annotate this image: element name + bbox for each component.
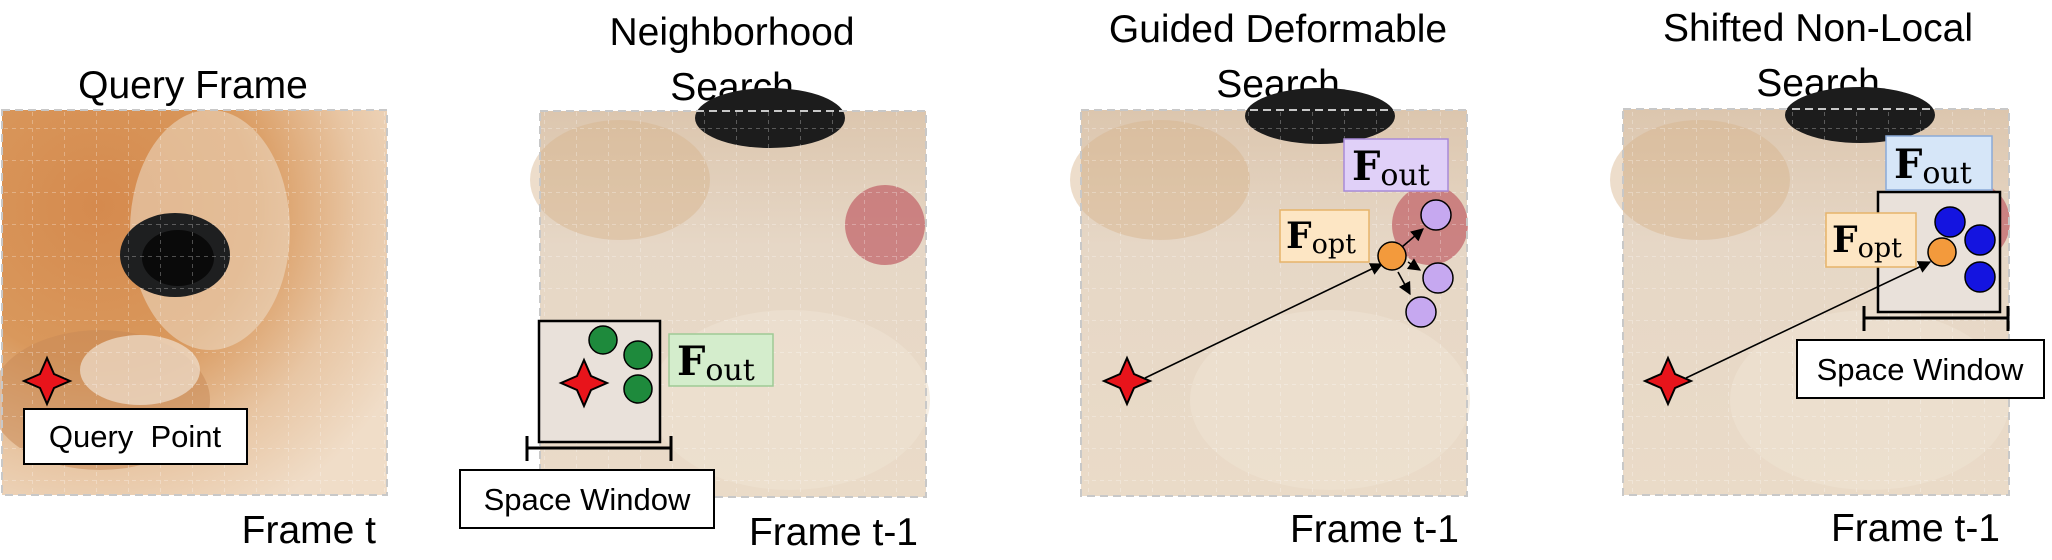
panel-2-title-line-1: Neighborhood — [609, 11, 854, 54]
deform-arrow-2 — [1406, 258, 1422, 271]
svg-text:Fopt: Fopt — [1286, 215, 1356, 260]
svg-text:Fout: Fout — [1352, 143, 1430, 193]
fopt-main: F — [1286, 215, 1312, 257]
fout-main: F — [677, 338, 705, 385]
panel-shifted-non-local-search: Shifted Non-Local Search Fout F — [1610, 7, 2045, 550]
neighbor-dot-2 — [623, 340, 653, 370]
fout-label-green: Fout — [668, 333, 774, 388]
fopt-sub: opt — [1858, 233, 1903, 264]
fopt-label: Fopt — [1279, 209, 1370, 263]
fout-main: F — [1894, 141, 1922, 188]
panel-4-title-line-1: Shifted Non-Local — [1663, 7, 1973, 50]
offset-dot — [1927, 237, 1957, 267]
panel-3-frame-label: Frame t-1 — [1290, 508, 1459, 551]
panel-1-title: Query Frame — [78, 64, 308, 107]
space-window-label: Space Window — [484, 482, 691, 517]
fopt-sub: opt — [1312, 229, 1357, 260]
offset-arrow — [1144, 263, 1384, 379]
panel-1-frame-label: Frame t — [242, 509, 377, 552]
panel-4-frame-label: Frame t-1 — [1831, 507, 2000, 550]
query-point-star-icon — [558, 357, 610, 409]
query-point-star-icon — [1101, 355, 1153, 407]
offset-arrow — [1685, 261, 1932, 379]
neighbor-dot-3 — [623, 374, 653, 404]
fout-label-blue: Fout — [1885, 135, 1993, 191]
panel-3-title-line-1: Guided Deformable — [1109, 8, 1447, 51]
space-window-label-box: Space Window — [1796, 339, 2045, 399]
deform-dot-1 — [1420, 199, 1452, 231]
deform-arrow-1 — [1401, 228, 1424, 248]
fout-sub: out — [1380, 158, 1429, 193]
panel-query-frame: Query Frame Query Point Frame t — [0, 64, 388, 552]
svg-text:Fout: Fout — [1894, 141, 1972, 191]
query-point-label: Query Point — [49, 419, 222, 454]
svg-text:Fopt: Fopt — [1832, 219, 1902, 264]
fout-label-purple: Fout — [1343, 138, 1449, 193]
space-window-label: Space Window — [1817, 352, 2024, 387]
query-point-star-icon — [1642, 355, 1694, 407]
deform-arrow-3 — [1397, 271, 1411, 296]
nonlocal-dot-2 — [1964, 224, 1996, 256]
space-window-bracket — [1862, 306, 2010, 331]
nonlocal-dot-1 — [1934, 206, 1966, 238]
deform-dot-3 — [1405, 296, 1437, 328]
offset-dot — [1377, 241, 1407, 271]
panel-guided-deformable-search: Guided Deformable Search Fout — [1070, 8, 1470, 551]
fout-main: F — [1352, 143, 1380, 190]
space-window-bracket — [525, 436, 673, 461]
fopt-main: F — [1832, 219, 1858, 261]
fout-sub: out — [1922, 156, 1971, 191]
fopt-label: Fopt — [1825, 212, 1917, 268]
nonlocal-dot-3 — [1964, 261, 1996, 293]
deform-dot-2 — [1422, 262, 1454, 294]
svg-text:Fout: Fout — [677, 338, 755, 388]
query-point-star-icon — [21, 355, 73, 407]
panel-neighborhood-search: Neighborhood Search Fout — [459, 11, 930, 554]
fout-sub: out — [705, 353, 754, 388]
query-point-label-box: Query Point — [23, 408, 248, 465]
neighbor-dot-1 — [588, 325, 618, 355]
space-window-label-box: Space Window — [459, 469, 715, 529]
panel-2-frame-label: Frame t-1 — [749, 511, 918, 554]
